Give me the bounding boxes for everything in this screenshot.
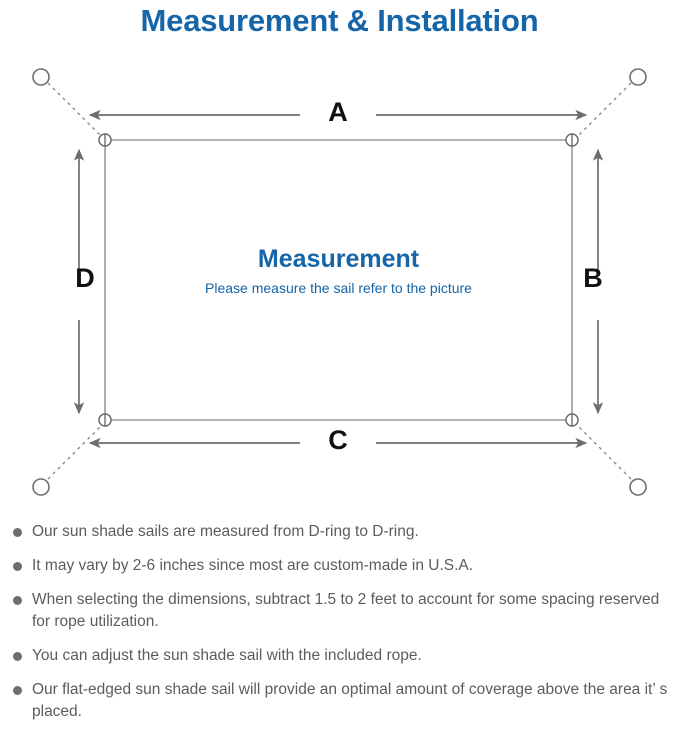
bullet-icon <box>13 596 22 605</box>
dimension-label-d: D <box>75 263 95 293</box>
measurement-diagram <box>0 55 679 515</box>
rope-top-left <box>47 82 102 137</box>
note-text: It may vary by 2-6 inches since most are… <box>32 557 474 574</box>
list-item: Our flat-edged sun shade sail will provi… <box>0 679 679 723</box>
list-item: You can adjust the sun shade sail with t… <box>0 645 679 667</box>
note-text: Our sun shade sails are measured from D-… <box>32 523 419 540</box>
note-text: Our flat-edged sun shade sail will provi… <box>32 681 668 720</box>
sail-center-subheading: Please measure the sail refer to the pic… <box>205 280 472 296</box>
anchor-point-top-left <box>32 68 50 86</box>
anchor-point-top-right <box>629 68 647 86</box>
bullet-icon <box>13 528 22 537</box>
diagram-svg <box>32 68 647 496</box>
dimension-label-a: A <box>328 97 348 127</box>
list-item: It may vary by 2-6 inches since most are… <box>0 555 679 577</box>
d-ring-shading <box>104 133 579 427</box>
notes-list: Our sun shade sails are measured from D-… <box>0 521 679 735</box>
dimension-arrows <box>73 109 604 449</box>
page-title: Measurement & Installation <box>140 3 539 38</box>
anchor-point-bottom-right <box>629 478 647 496</box>
bullet-icon <box>13 686 22 695</box>
rope-bottom-right <box>577 425 632 480</box>
rope-top-right <box>577 82 632 137</box>
anchor-point-bottom-left <box>32 478 50 496</box>
dimension-label-c: C <box>328 425 348 455</box>
bullet-icon <box>13 562 22 571</box>
d-ring-wedge-tl <box>104 133 112 147</box>
note-text: When selecting the dimensions, subtract … <box>32 591 660 630</box>
d-ring-wedge-br <box>571 413 579 427</box>
d-ring-wedge-bl <box>104 413 112 427</box>
anchor-points <box>32 68 647 496</box>
list-item: When selecting the dimensions, subtract … <box>0 589 679 633</box>
note-text: You can adjust the sun shade sail with t… <box>32 647 422 664</box>
d-ring-wedge-tr <box>571 133 579 147</box>
list-item: Our sun shade sails are measured from D-… <box>0 521 679 543</box>
bullet-icon <box>13 652 22 661</box>
shade-sail-body <box>104 139 573 421</box>
dimension-label-b: B <box>583 263 603 293</box>
rope-lines <box>47 82 632 480</box>
sail-center-heading: Measurement <box>257 245 420 273</box>
rope-bottom-left <box>47 425 102 480</box>
